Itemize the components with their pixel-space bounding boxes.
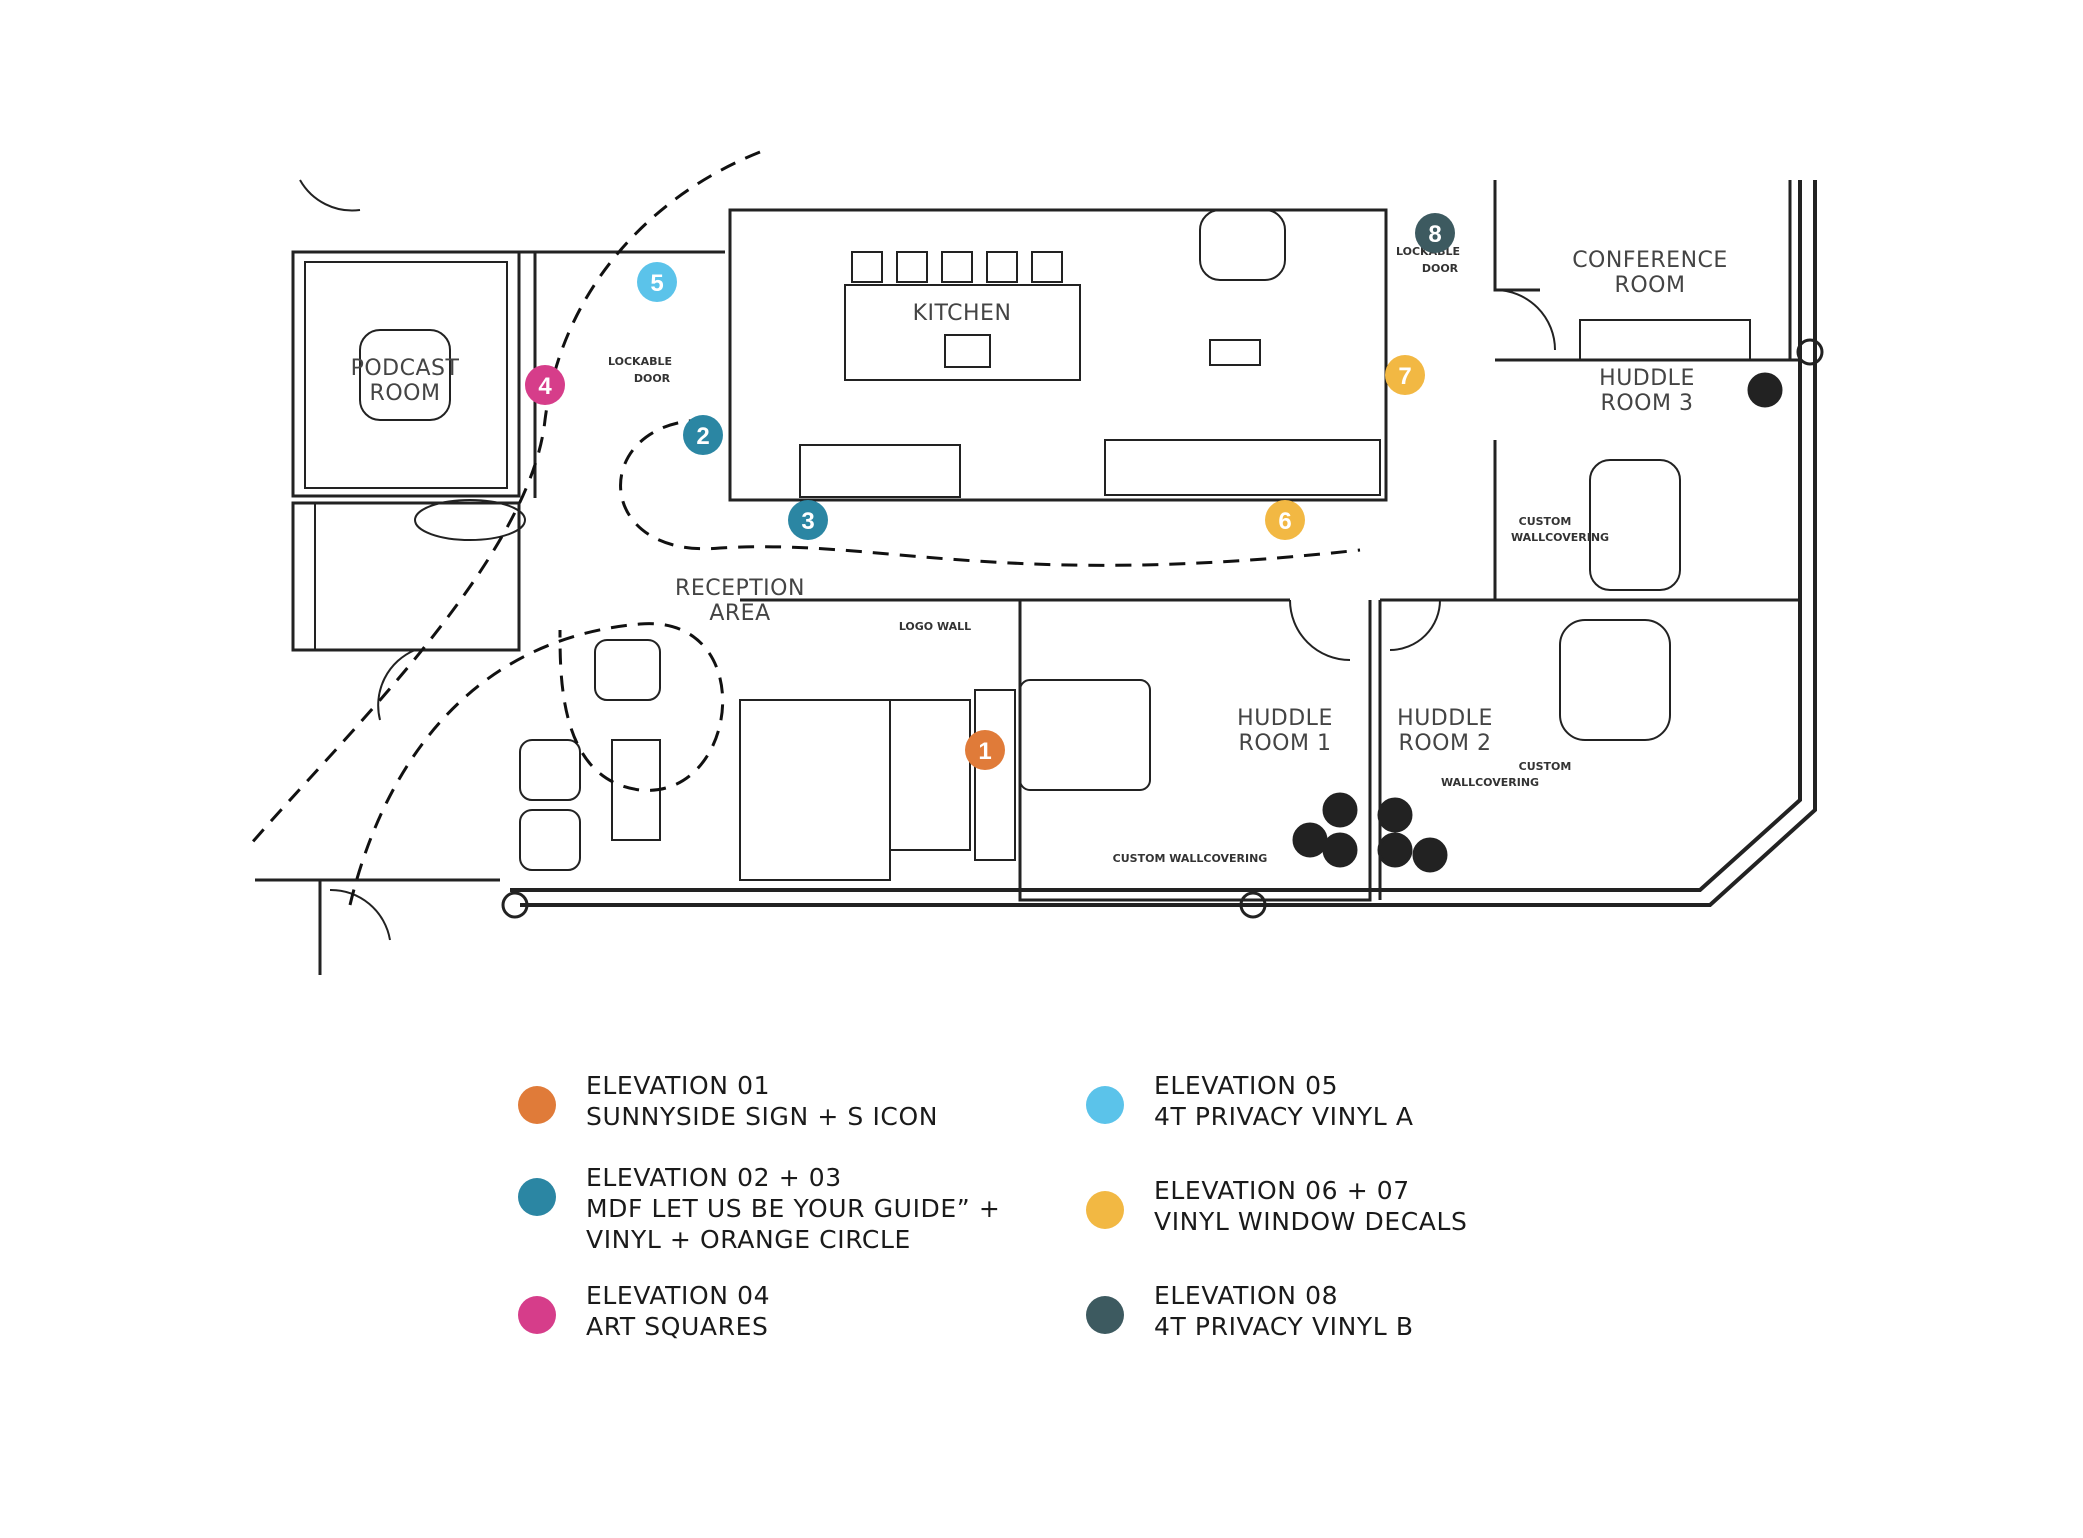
- legend-title-01: ELEVATION 01: [586, 1071, 771, 1100]
- legend-desc-01: SUNNYSIDE SIGN + S ICON: [586, 1102, 939, 1131]
- legend-desc-05: 4T PRIVACY VINYL A: [1154, 1102, 1414, 1131]
- custom-wallcovering-note: CUSTOM WALLCOVERING: [1113, 852, 1268, 865]
- legend: ELEVATION 01 SUNNYSIDE SIGN + S ICON ELE…: [510, 1070, 1560, 1370]
- marker-8: 8: [1415, 213, 1455, 253]
- legend-dot-06-07: [1086, 1191, 1124, 1229]
- legend-dot-08: [1086, 1296, 1124, 1334]
- conference-room-label-2: ROOM: [1615, 273, 1686, 298]
- custom-wallcovering-note-2: CUSTOM: [1519, 760, 1572, 773]
- legend-dot-02-03: [518, 1178, 556, 1216]
- marker-dot-2: [683, 415, 723, 455]
- huddle-room-3-label-2: ROOM 3: [1601, 391, 1694, 416]
- podcast-room-walls: [291, 250, 521, 498]
- legend-title-08: ELEVATION 08: [1154, 1281, 1339, 1310]
- kitchen-walls: [728, 208, 1388, 502]
- legend-item-06-07: ELEVATION 06 + 07 VINYL WINDOW DECALS: [1086, 1175, 1468, 1237]
- svg-text:8: 8: [1428, 221, 1441, 248]
- huddle-room-3-label: HUDDLE: [1599, 366, 1695, 391]
- legend-item-05: ELEVATION 05 4T PRIVACY VINYL A: [1086, 1070, 1414, 1132]
- huddle-room-2-label: HUDDLE: [1397, 706, 1493, 731]
- huddle-room-2-label-2: ROOM 2: [1399, 731, 1492, 756]
- marker-dot-3: [788, 500, 828, 540]
- storage-walls: [291, 501, 521, 652]
- legend-dot-05: [1086, 1086, 1124, 1124]
- traffic-path: [248, 150, 761, 846]
- marker-1: 1: [965, 730, 1005, 770]
- svg-text:7: 7: [1398, 363, 1411, 390]
- legend-item-04: ELEVATION 04 ART SQUARES: [518, 1280, 770, 1342]
- marker-dot-4: [525, 365, 565, 405]
- legend-dot-04: [518, 1296, 556, 1334]
- svg-text:1: 1: [978, 738, 991, 765]
- legend-title-04: ELEVATION 04: [586, 1281, 771, 1310]
- marker-dot-6: [1265, 500, 1305, 540]
- svg-text:2: 2: [696, 423, 709, 450]
- huddle-room-1-label: HUDDLE: [1237, 706, 1333, 731]
- reception-area-label: RECEPTION: [675, 576, 805, 601]
- legend-desc-02-03b: VINYL + ORANGE CIRCLE: [586, 1225, 911, 1254]
- custom-wallcovering-note-3: CUSTOM: [1519, 515, 1572, 528]
- legend-title-05: ELEVATION 05: [1154, 1071, 1339, 1100]
- conference-room-label: CONFERENCE: [1572, 248, 1728, 273]
- legend-desc-02-03: MDF LET US BE YOUR GUIDE” +: [586, 1194, 1001, 1223]
- legend-desc-08: 4T PRIVACY VINYL B: [1154, 1312, 1414, 1341]
- custom-wallcovering-note-2b: WALLCOVERING: [1441, 776, 1539, 789]
- legend-desc-06-07: VINYL WINDOW DECALS: [1154, 1207, 1468, 1236]
- svg-text:3: 3: [801, 508, 814, 535]
- legend-desc-04: ART SQUARES: [586, 1312, 769, 1341]
- conference-room-walls: [1493, 180, 1540, 292]
- legend-dot-01: [518, 1086, 556, 1124]
- marker-3: 3: [788, 500, 828, 540]
- legend-title-02-03: ELEVATION 02 + 03: [586, 1163, 842, 1192]
- svg-text:4: 4: [538, 373, 552, 400]
- lockable-door-note: LOCKABLE: [608, 355, 672, 368]
- marker-dot-5: [637, 262, 677, 302]
- marker-2: 2: [683, 415, 723, 455]
- legend-item-02-03: ELEVATION 02 + 03 MDF LET US BE YOUR GUI…: [518, 1162, 1000, 1255]
- lockable-door-note-2: DOOR: [634, 372, 671, 385]
- podcast-room-label: PODCAST: [351, 356, 460, 381]
- marker-4: 4: [525, 365, 565, 405]
- marker-dot-7: [1385, 355, 1425, 395]
- kitchen-label: KITCHEN: [913, 301, 1012, 326]
- svg-text:6: 6: [1278, 508, 1291, 535]
- marker-dot-1: [965, 730, 1005, 770]
- huddle-room-1-label-2: ROOM 1: [1239, 731, 1332, 756]
- podcast-room-label-2: ROOM: [370, 381, 441, 406]
- lockable-door-note-b-2: DOOR: [1422, 262, 1459, 275]
- legend-item-01: ELEVATION 01 SUNNYSIDE SIGN + S ICON: [518, 1070, 938, 1132]
- marker-7: 7: [1385, 355, 1425, 395]
- floor-plan: PODCAST ROOM KITCHEN CONFERENCE ROOM HUD…: [248, 150, 1824, 975]
- marker-5: 5: [637, 262, 677, 302]
- logo-wall-note: LOGO WALL: [899, 620, 971, 633]
- svg-text:5: 5: [650, 270, 663, 297]
- custom-wallcovering-note-3b: WALLCOVERING: [1511, 531, 1609, 544]
- reception-area-label-2: AREA: [709, 601, 770, 626]
- marker-6: 6: [1265, 500, 1305, 540]
- legend-item-08: ELEVATION 08 4T PRIVACY VINYL B: [1086, 1280, 1414, 1342]
- marker-dot-8: [1415, 213, 1455, 253]
- legend-title-06-07: ELEVATION 06 + 07: [1154, 1176, 1410, 1205]
